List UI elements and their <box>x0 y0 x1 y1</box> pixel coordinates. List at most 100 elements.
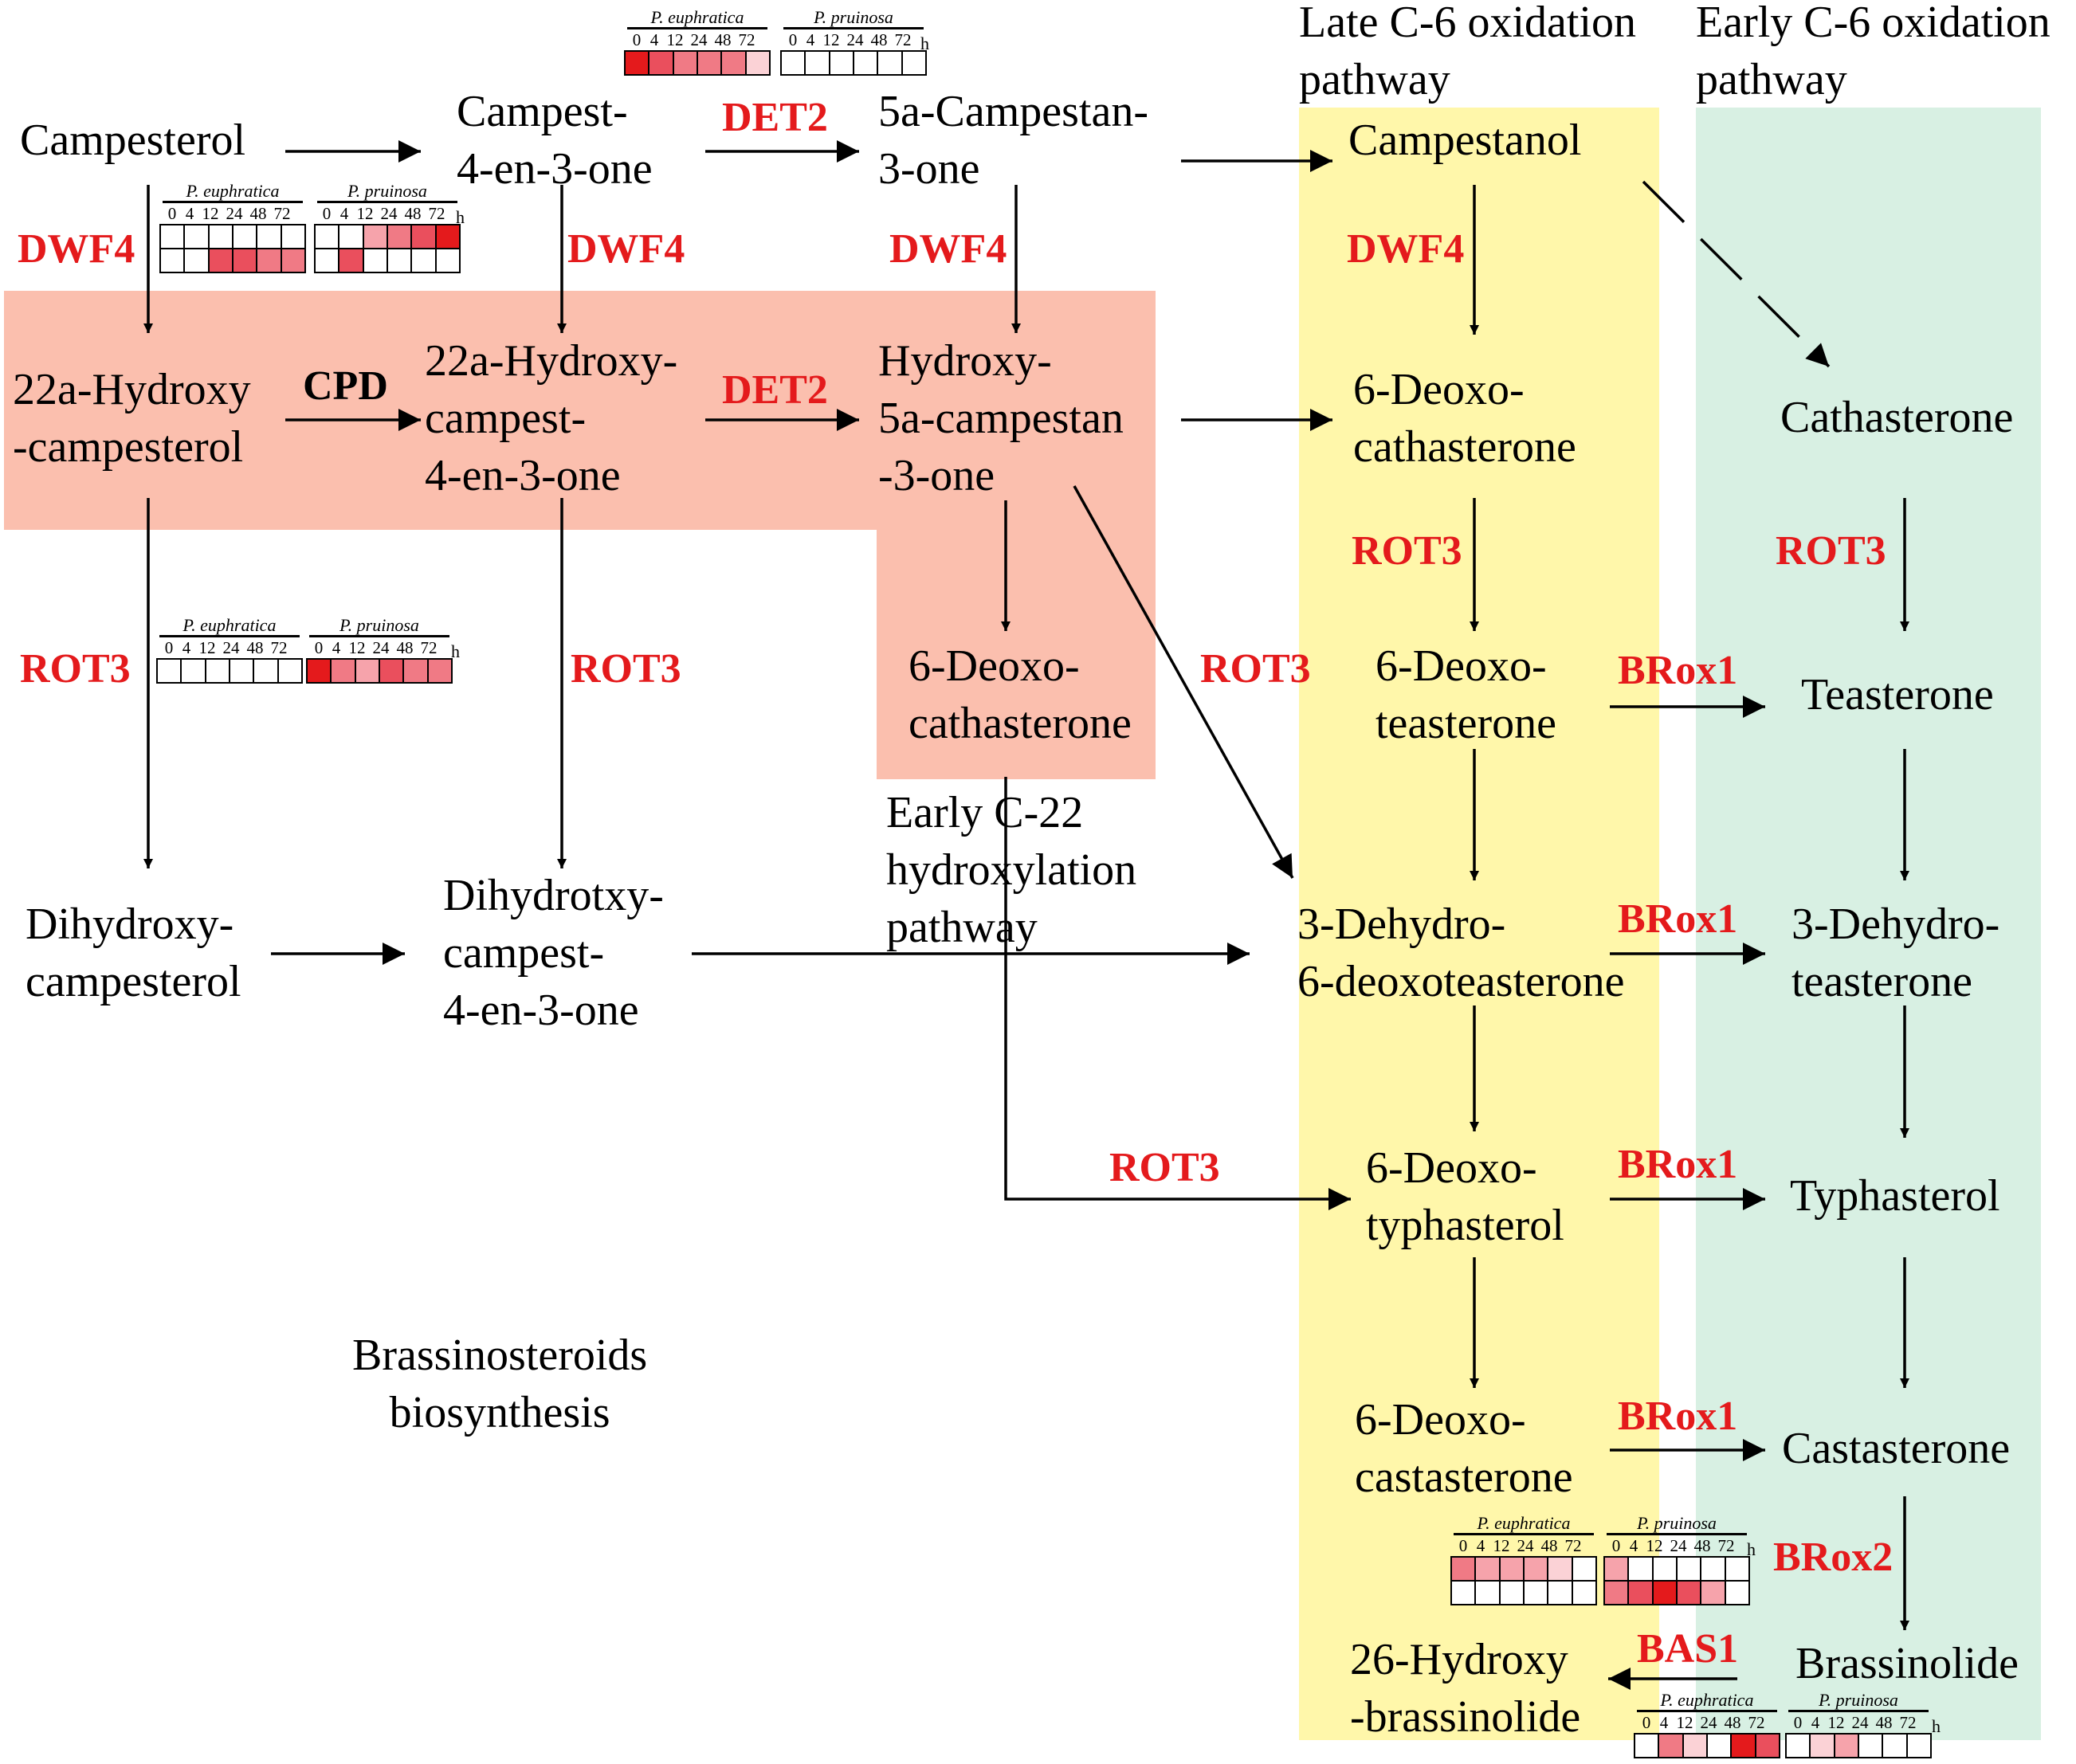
heatmap-brox-pruinosa-row-1 <box>1605 1580 1748 1604</box>
enzyme-rot3-deoxotyphasterol: ROT3 <box>1109 1145 1220 1190</box>
heatmap-brox-euphratica-cell-1-24 <box>1522 1582 1548 1604</box>
heatmap-bas1-euphratica-cell-0-24 <box>1705 1735 1731 1757</box>
heatmap-det2-euphratica-cell-0-48 <box>720 52 745 74</box>
heatmap-brox-euphratica-tick-0: 0 <box>1458 1536 1468 1555</box>
heatmap-bas1-pruinosa-grid <box>1785 1733 1932 1758</box>
compound-hydroxy-5a-campestan-3-one: Hydroxy- 5a-campestan -3-one <box>878 336 1124 500</box>
enzyme-rot3-diagonal: ROT3 <box>1200 646 1311 692</box>
heatmap-det2-euphratica-tick-24: 24 <box>690 30 708 49</box>
heatmap-rot3-hour-unit: h <box>451 641 460 661</box>
compound-6-deoxocathasterone-late: 6-Deoxo- cathasterone <box>1353 365 1576 472</box>
enzyme-det2-row1: DET2 <box>722 95 828 140</box>
heatmap-dwf4-euphratica-tick-24: 24 <box>226 204 243 223</box>
enzyme-dwf4-campesterol: DWF4 <box>18 226 135 272</box>
heatmap-rot3-euphratica-tick-72: 72 <box>270 638 288 657</box>
heatmap-brox-euphratica-row-1 <box>1452 1580 1595 1604</box>
heatmap-bas1-pruinosa-cell-0-4 <box>1809 1735 1834 1757</box>
heatmap-brox-pruinosa-cell-1-0 <box>1605 1582 1628 1604</box>
heatmap-dwf4-euphratica-cell-1-4 <box>183 249 208 272</box>
heatmap-brox-euphratica-cell-1-48 <box>1547 1582 1572 1604</box>
heatmap-rot3-euphratica-tick-0: 0 <box>164 638 174 657</box>
heatmap-rot3-euphratica-row-0 <box>158 660 301 682</box>
heatmap-dwf4-pruinosa-cell-0-4 <box>338 225 363 248</box>
heatmap-rot3-pruinosa-cell-0-12 <box>354 660 379 682</box>
heatmap-bas1-pruinosa-tick-48: 48 <box>1875 1713 1893 1732</box>
heatmap-bas1-euphratica-species-label: P. euphratica <box>1637 1691 1777 1712</box>
heatmap-dwf4-pruinosa-tick-4: 4 <box>339 204 349 223</box>
heatmap-bas1-pruinosa-species-label: P. pruinosa <box>1788 1691 1929 1712</box>
compound-26-hydroxybrassinolide: 26-Hydroxy -brassinolide <box>1350 1635 1581 1742</box>
compound-6-deoxocathasterone-mid: 6-Deoxo- cathasterone <box>908 641 1132 748</box>
heatmap-brox-euphratica-tick-24: 24 <box>1517 1536 1534 1555</box>
enzyme-brox1-teasterone: BRox1 <box>1618 648 1738 693</box>
heatmap-det2-euphratica-cell-0-0 <box>626 52 649 74</box>
heatmap-brox-pruinosa-tick-4: 4 <box>1629 1536 1638 1555</box>
compound-6-deoxocastasterone: 6-Deoxo- castasterone <box>1355 1395 1573 1502</box>
heatmap-rot3-euphratica-cell-0-0 <box>158 660 181 682</box>
heatmap-dwf4-euphratica-tick-48: 48 <box>249 204 267 223</box>
heatmap-det2-euphratica-tick-12: 12 <box>666 30 684 49</box>
heatmap-bas1-pruinosa-cell-0-48 <box>1882 1735 1906 1757</box>
heatmap-bas1-euphratica-tick-24: 24 <box>1700 1713 1717 1732</box>
heatmap-det2-pruinosa-tick-12: 12 <box>822 30 840 49</box>
heatmap-dwf4-euphratica-cell-1-12 <box>207 249 232 272</box>
compound-typhasterol: Typhasterol <box>1790 1171 2000 1221</box>
heatmap-brox-euphratica-tick-72: 72 <box>1564 1536 1582 1555</box>
compound-dihydrotxy-campest-4-en-3-one: Dihydrotxy- campest- 4-en-3-one <box>443 871 664 1035</box>
heatmap-bas1-pruinosa-tick-12: 12 <box>1827 1713 1845 1732</box>
heatmap-rot3-euphratica-cell-0-4 <box>180 660 205 682</box>
heatmap-brox-hour-unit: h <box>1747 1539 1756 1559</box>
compound-brassinolide: Brassinolide <box>1795 1639 2019 1688</box>
heatmap-dwf4-euphratica-species-label: P. euphratica <box>163 182 303 203</box>
heatmap-dwf4-pruinosa-row-0 <box>316 225 459 248</box>
heatmap-dwf4-euphratica-cell-1-72 <box>280 249 304 272</box>
heatmap-dwf4-euphratica-cell-1-48 <box>256 249 281 272</box>
heatmap-brox-pruinosa-cell-1-4 <box>1627 1582 1652 1604</box>
heatmap-brox-pruinosa-cell-0-72 <box>1724 1558 1748 1580</box>
heatmap-det2-pruinosa-tick-72: 72 <box>894 30 912 49</box>
heatmap-brox-euphratica-cell-1-12 <box>1498 1582 1523 1604</box>
heatmap-brox-euphratica-row-0 <box>1452 1558 1595 1580</box>
heatmap-dwf4-euphratica-cell-0-0 <box>161 225 184 248</box>
heatmap-brox-euphratica-cell-1-0 <box>1452 1582 1475 1604</box>
heatmap-brox-pruinosa-cell-0-24 <box>1675 1558 1701 1580</box>
heatmap-rot3-pruinosa-cell-0-24 <box>378 660 403 682</box>
enzyme-rot3-dihydrotxycampest: ROT3 <box>571 646 681 692</box>
heatmap-dwf4-euphratica-tick-12: 12 <box>202 204 219 223</box>
heatmap-dwf4-euphratica-cell-0-4 <box>183 225 208 248</box>
heatmap-dwf4-euphratica-tick-4: 4 <box>185 204 194 223</box>
heatmap-brox-pruinosa-grid <box>1603 1556 1750 1605</box>
heatmap-det2-pruinosa-cell-0-4 <box>804 52 829 74</box>
heatmap-bas1-hour-unit: h <box>1932 1716 1941 1736</box>
heatmap-brox-euphratica-cell-0-72 <box>1571 1558 1595 1580</box>
compound-campestanol: Campestanol <box>1348 116 1582 165</box>
heatmap-dwf4-euphratica-row-0 <box>161 225 304 248</box>
heatmap-bas1-euphratica-cell-0-4 <box>1658 1735 1682 1757</box>
compound-3-dehydro-6-deoxoteasterone: 3-Dehydro- 6-deoxoteasterone <box>1297 900 1625 1006</box>
heatmap-det2-euphratica-cell-0-12 <box>672 52 697 74</box>
heatmap-det2-euphratica-cell-0-72 <box>744 52 769 74</box>
label-late-c6-oxidation-pathway: Late C-6 oxidation pathway <box>1299 0 1637 104</box>
heatmap-rot3-euphratica-cell-0-48 <box>253 660 277 682</box>
enzyme-det2-row2: DET2 <box>722 367 828 413</box>
heatmap-bas1-pruinosa-tick-4: 4 <box>1811 1713 1820 1732</box>
heatmap-dwf4-pruinosa-cell-1-4 <box>338 249 363 272</box>
heatmap-brox-euphratica-tick-4: 4 <box>1476 1536 1485 1555</box>
heatmap-det2-pruinosa-tick-48: 48 <box>870 30 888 49</box>
heatmap-bas1-euphratica-tick-48: 48 <box>1724 1713 1741 1732</box>
heatmap-dwf4-pruinosa-tick-12: 12 <box>356 204 374 223</box>
heatmap-dwf4-euphratica-cell-1-0 <box>161 249 184 272</box>
heatmap-rot3-pruinosa-tick-0: 0 <box>314 638 324 657</box>
